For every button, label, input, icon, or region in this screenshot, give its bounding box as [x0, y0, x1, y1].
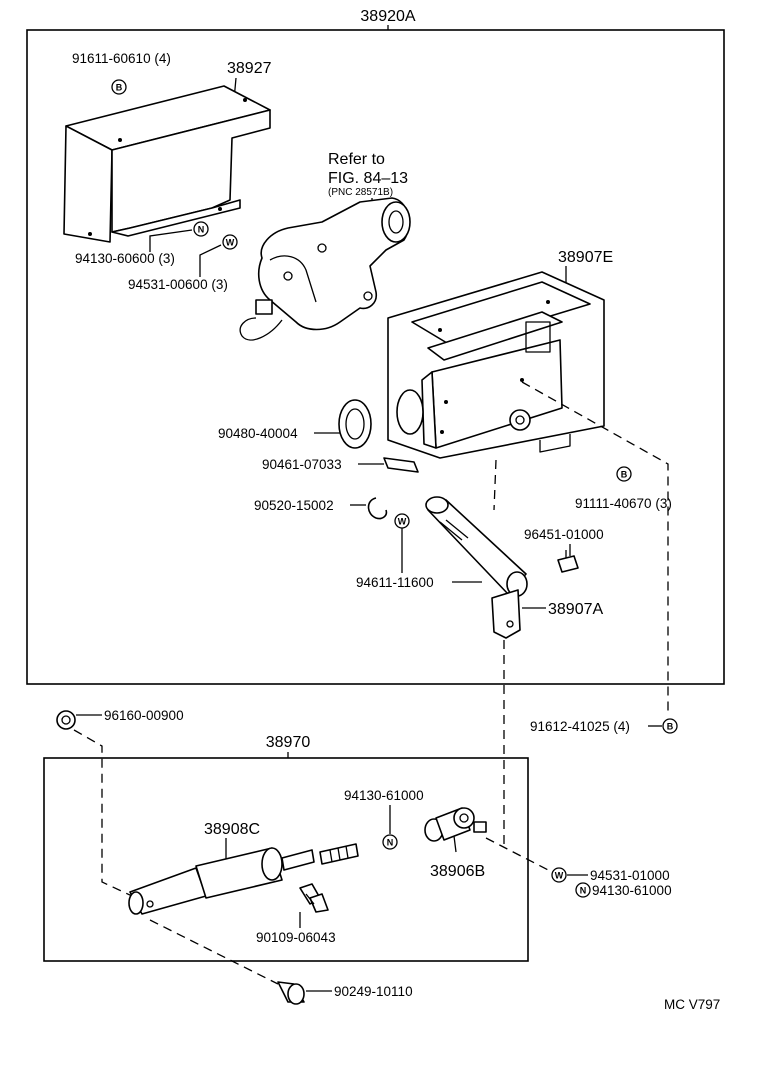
lever-part	[425, 496, 528, 639]
svg-text:B: B	[621, 470, 628, 480]
grease-nipple-part	[299, 883, 329, 913]
dash-joint-washer	[485, 837, 553, 873]
motor-part	[239, 197, 411, 341]
symbol-b-bracket-bolt: B	[111, 79, 127, 95]
svg-text:B: B	[667, 722, 674, 732]
refer-line3: (PNC 28571B)	[328, 187, 393, 198]
label-frame: 38907E	[558, 249, 613, 266]
label-e-ring: 96160-00900	[104, 708, 184, 723]
dash-pin	[149, 919, 279, 985]
symbol-n-nut-small: N	[193, 221, 209, 237]
symbol-w-washer-small: W	[222, 234, 238, 250]
label-washer-large: 94531-01000	[590, 868, 670, 883]
e-ring-part	[56, 710, 76, 730]
label-frame-bolt: 91111-40670 (3)	[575, 496, 672, 511]
symbol-w-washer-lever: W	[394, 513, 410, 529]
dash-frame-lever	[493, 459, 497, 511]
pin-part	[277, 981, 305, 1005]
symbol-b-frame-bolt2: B	[662, 718, 678, 734]
svg-text:N: N	[580, 886, 587, 896]
bracket-part	[63, 85, 271, 243]
label-ring-clip: 90520-15002	[254, 498, 334, 513]
label-clip-small: 96451-01000	[524, 527, 604, 542]
clip-small-part	[557, 550, 579, 573]
label-nut-large: 94130-61000	[344, 788, 424, 803]
joint-part	[424, 807, 487, 853]
label-rod-end: 38908C	[204, 821, 260, 838]
label-bracket-bolt: 91611-60610 (4)	[72, 51, 171, 66]
svg-text:N: N	[387, 838, 394, 848]
assembly-main-box	[26, 29, 725, 685]
dash-e-ring	[73, 729, 133, 897]
refer-line2: FIG. 84–13	[328, 170, 408, 187]
dash-frame-bolt	[521, 381, 669, 716]
symbol-n-nut-large: N	[382, 834, 398, 850]
label-joint: 38906B	[430, 863, 485, 880]
plate-part	[383, 457, 419, 473]
label-lever: 38907A	[548, 601, 603, 618]
label-nut-large2: 94130-61000	[592, 883, 672, 898]
label-pin: 90249-10110	[334, 984, 413, 999]
footer-code: MC V797	[664, 997, 720, 1012]
svg-text:W: W	[398, 517, 407, 527]
label-collar: 90480-40004	[218, 426, 298, 441]
assembly-main-label: 38920A	[360, 8, 415, 25]
collar-part	[338, 399, 372, 449]
svg-text:B: B	[116, 83, 123, 93]
symbol-b-frame-bolt: B	[616, 466, 632, 482]
assembly-sub-label: 38970	[266, 734, 311, 751]
label-grease-nipple: 90109-06043	[256, 930, 336, 945]
label-bracket: 38927	[227, 60, 272, 77]
refer-line1: Refer to	[328, 151, 385, 168]
ring-clip-part	[367, 497, 388, 520]
leader-washer-small	[199, 244, 222, 277]
svg-text:W: W	[555, 871, 564, 881]
label-washer-lever: 94611-11600	[356, 575, 434, 590]
label-frame-bolt2: 91612-41025 (4)	[530, 719, 630, 734]
symbol-w-washer-large: W	[551, 867, 567, 883]
rod-end-part	[128, 843, 359, 915]
label-washer-small: 94531-00600 (3)	[128, 277, 228, 292]
leader-nut-small	[149, 229, 193, 252]
label-plate: 90461-07033	[262, 457, 342, 472]
label-nut-small: 94130-60600 (3)	[75, 251, 175, 266]
symbol-n-nut-large2: N	[575, 882, 591, 898]
svg-text:W: W	[226, 238, 235, 248]
svg-text:N: N	[198, 225, 205, 235]
frame-part	[387, 271, 605, 459]
